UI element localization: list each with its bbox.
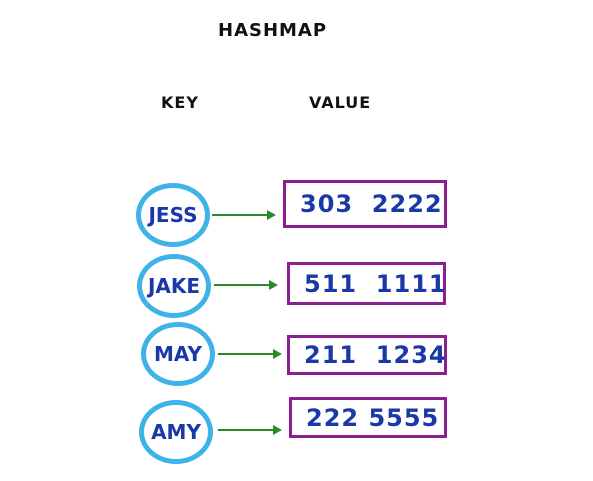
hashmap-entry-amy: AMY 222 5555 (0, 397, 593, 464)
value-box: 211 1234 (287, 335, 447, 375)
value-text: 511 1111 (304, 269, 447, 298)
key-node: JAKE (137, 254, 211, 318)
arrow-icon (218, 425, 282, 435)
key-node: JESS (136, 183, 210, 247)
value-box: 303 2222 (283, 180, 447, 228)
value-text: 211 1234 (304, 341, 447, 369)
hashmap-entry-may: MAY 211 1234 (0, 322, 593, 386)
key-node: MAY (141, 322, 215, 386)
hashmap-entry-jess: JESS 303 2222 (0, 180, 593, 247)
key-text: AMY (151, 420, 201, 444)
key-column-header: KEY (161, 93, 199, 112)
key-text: MAY (154, 342, 202, 366)
value-box: 511 1111 (287, 262, 446, 305)
value-box: 222 5555 (289, 397, 447, 438)
key-text: JESS (148, 203, 198, 227)
value-column-header: VALUE (309, 93, 372, 112)
key-text: JAKE (147, 274, 201, 298)
arrow-icon (212, 210, 276, 220)
key-node: AMY (139, 400, 213, 464)
value-text: 303 2222 (300, 190, 443, 218)
diagram-title: HASHMAP (218, 20, 328, 41)
hashmap-entry-jake: JAKE 511 1111 (0, 254, 593, 318)
arrow-icon (218, 349, 282, 359)
arrow-icon (214, 280, 278, 290)
value-text: 222 5555 (306, 403, 440, 432)
